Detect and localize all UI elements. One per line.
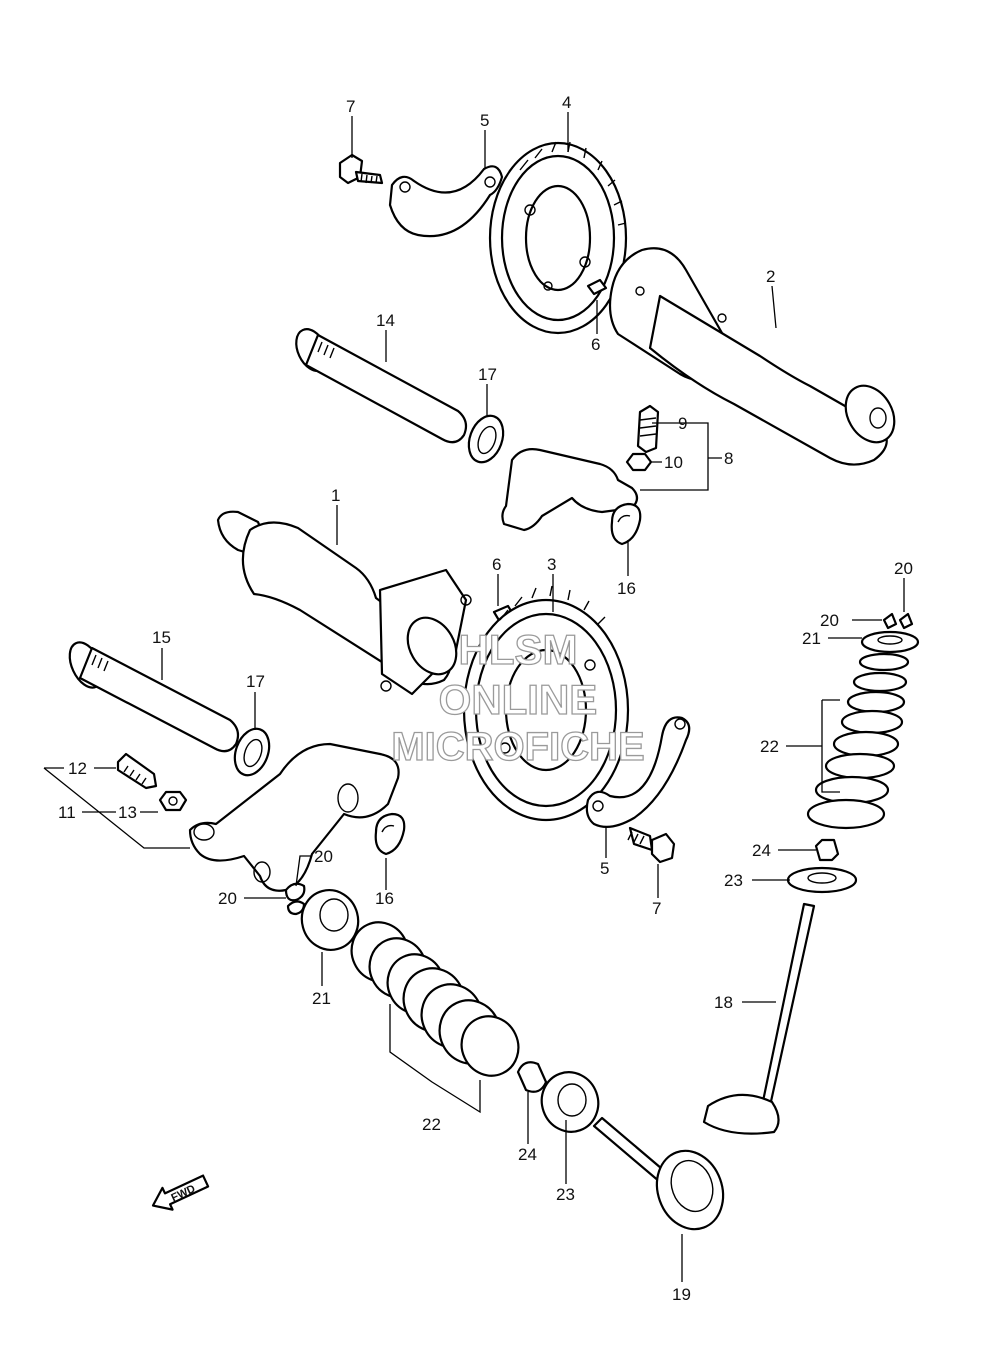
washer-lower [233, 727, 271, 777]
label-19: 19 [672, 1285, 691, 1304]
label-22-right: 22 [760, 737, 779, 756]
label-16-upper: 16 [617, 579, 636, 598]
watermark-line-1: HLSM [459, 626, 578, 673]
label-18: 18 [714, 993, 733, 1012]
spring-seat-right [786, 866, 858, 894]
label-9: 9 [678, 414, 687, 433]
fwd-arrow-label: FWD [169, 1183, 197, 1204]
label-6-upper: 6 [591, 335, 600, 354]
label-24-lower: 24 [518, 1145, 537, 1164]
label-17-upper: 17 [478, 365, 497, 384]
watermark-line-3: MICROFICHE [391, 725, 644, 769]
label-20-lower-b: 20 [218, 889, 237, 908]
cam-sprocket-lower [462, 585, 630, 822]
valve-stem-seal-lower [516, 1061, 548, 1093]
spring-seat-lower [540, 1071, 600, 1133]
part-labels: 7 5 4 2 6 14 17 9 10 8 1 16 6 3 15 17 12… [58, 93, 913, 1304]
label-6-lower: 6 [492, 555, 501, 574]
bolt-lower [627, 826, 676, 864]
label-16-lower: 16 [375, 889, 394, 908]
valve-right [702, 902, 816, 1135]
label-23-right: 23 [724, 871, 743, 890]
label-5-upper: 5 [480, 111, 489, 130]
camshaft-upper [608, 247, 896, 466]
label-2: 2 [766, 267, 775, 286]
label-23-lower: 23 [556, 1185, 575, 1204]
cam-sprocket-upper [488, 141, 628, 335]
fwd-arrow: FWD [151, 1174, 210, 1211]
label-15: 15 [152, 628, 171, 647]
label-20-right-a: 20 [894, 559, 913, 578]
valve-cotter-lower [284, 882, 306, 916]
label-1: 1 [331, 486, 340, 505]
label-14: 14 [376, 311, 395, 330]
label-21-lower: 21 [312, 989, 331, 1008]
label-7-lower: 7 [652, 899, 661, 918]
label-5-lower: 5 [600, 859, 609, 878]
bushing-lower [374, 812, 406, 856]
label-13: 13 [118, 803, 137, 822]
dowel-pin-upper [586, 278, 608, 296]
valve-cotter-right [882, 612, 914, 630]
retainer-plate-upper [388, 165, 504, 238]
watermark-line-2: ONLINE [439, 676, 598, 723]
spring-retainer-lower [300, 889, 360, 951]
spring-retainer-right [860, 630, 920, 654]
valve-stem-seal-right [814, 838, 840, 862]
bolt-upper [338, 153, 384, 185]
rocker-arm-upper [501, 404, 660, 532]
valve-spring-right [806, 652, 910, 830]
label-3: 3 [547, 555, 556, 574]
label-17-lower: 17 [246, 672, 265, 691]
leader-lines [43, 112, 905, 1282]
valve-spring-lower [350, 921, 520, 1077]
bushing-upper [610, 502, 642, 546]
label-21-right: 21 [802, 629, 821, 648]
label-22-lower: 22 [422, 1115, 441, 1134]
camshaft-lower [216, 510, 472, 696]
rocker-shaft-upper [295, 328, 468, 444]
washer-upper [467, 414, 505, 464]
label-12: 12 [68, 759, 87, 778]
label-10: 10 [664, 453, 683, 472]
valve-lower [592, 1116, 725, 1231]
label-7-upper: 7 [346, 97, 355, 116]
label-24-right: 24 [752, 841, 771, 860]
label-20-right-b: 20 [820, 611, 839, 630]
label-20-lower-a: 20 [314, 847, 333, 866]
label-4: 4 [562, 93, 571, 112]
rocker-arm-lower [116, 742, 400, 892]
label-8: 8 [724, 449, 733, 468]
label-11: 11 [58, 803, 76, 822]
watermark: HLSM ONLINE MICROFICHE [391, 625, 646, 769]
rocker-shaft-lower [68, 641, 240, 753]
retainer-plate-lower [585, 716, 691, 829]
